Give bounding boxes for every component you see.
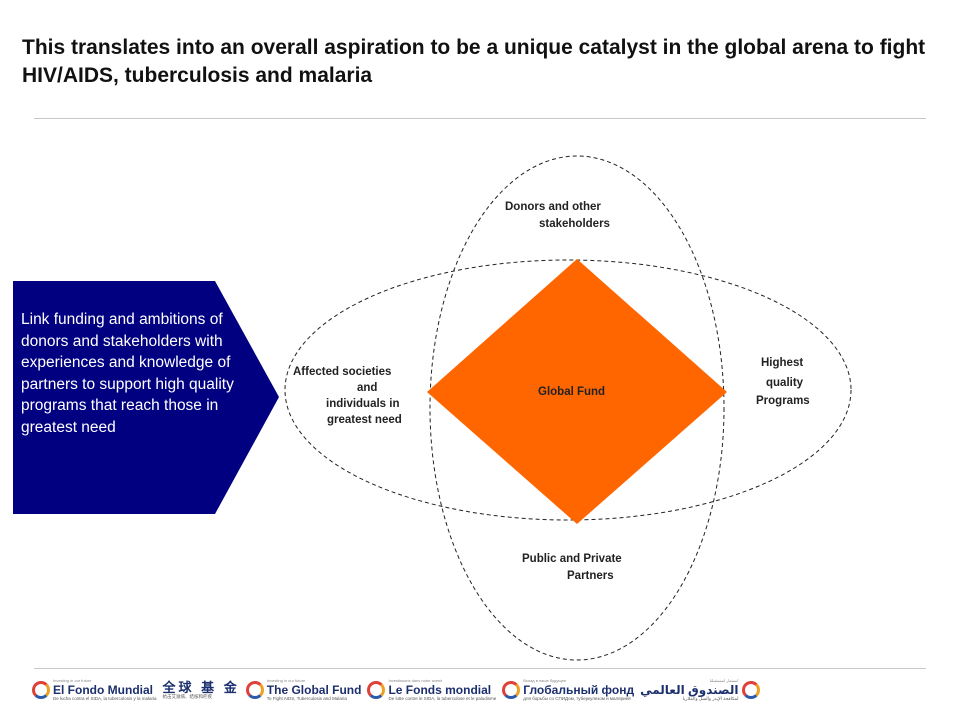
horizontal-ellipse (284, 259, 852, 521)
global-fund-ribbon-icon (502, 681, 521, 699)
logo-tagline: Investing in our future (266, 677, 306, 683)
callout-text: Link funding and ambitions of donors and… (21, 311, 234, 436)
label-bottom-line2: Partners (567, 570, 614, 582)
bottom-divider (34, 668, 926, 669)
logo-name: Le Fonds mondial (388, 682, 492, 697)
global-fund-ribbon-icon (245, 681, 264, 699)
global-fund-ribbon-icon (741, 681, 760, 699)
label-left-line4: greatest need (327, 414, 402, 426)
logo-spanish: Investing in our future El Fondo Mundial… (32, 675, 157, 705)
logo-name: الصندوق العالمي (640, 682, 739, 697)
logo-english: Investing in our future The Global Fund … (245, 675, 362, 705)
logo-name: 全球 基 金 (162, 679, 240, 695)
vertical-ellipse (429, 155, 725, 661)
label-right-line2: quality (766, 377, 804, 389)
logo-subtitle: To Fight AIDS, Tuberculosis and Malaria (266, 695, 347, 701)
label-bottom-line1: Public and Private (522, 553, 622, 565)
logo-tagline: Investissons dans notre avenir (388, 677, 443, 683)
logo-name: El Fondo Mundial (53, 682, 153, 697)
logo-name: The Global Fund (266, 682, 362, 697)
logo-subtitle: 抗击艾滋病、结核和疟疾 (162, 693, 213, 699)
label-top-line2: stakeholders (539, 218, 610, 230)
logo-subtitle: لمكافحة الإيدز والسل والملاريا (682, 695, 739, 701)
global-fund-ribbon-icon (367, 681, 386, 699)
label-right-line3: Programs (756, 395, 810, 407)
logo-french: Investissons dans notre avenir Le Fonds … (367, 675, 496, 705)
label-right-line1: Highest (761, 357, 804, 369)
logo-tagline: استثمار لمستقبلنا (709, 677, 739, 683)
logo-subtitle: для борьбы со СПИДом, туберкулезом и мал… (523, 695, 631, 701)
footer-logo-strip: Investing in our future El Fondo Mundial… (32, 674, 760, 706)
logo-tagline: Вклад в наше будущее (523, 677, 567, 683)
logo-chinese: 全球 基 金 抗击艾滋病、结核和疟疾 (163, 675, 240, 705)
logo-arabic: استثمار لمستقبلنا الصندوق العالمي لمكافح… (640, 675, 760, 705)
logo-subtitle: De lutte contre le SIDA, la tuberculose … (388, 695, 497, 701)
global-fund-diamond (427, 259, 727, 524)
center-label: Global Fund (538, 386, 606, 398)
label-left-line2: and (357, 382, 378, 394)
global-fund-ribbon-icon (32, 681, 50, 699)
label-left-line3: individuals in (326, 398, 400, 410)
callout-arrow-shape (13, 281, 279, 514)
top-divider (34, 118, 926, 119)
logo-tagline: Investing in our future (53, 677, 92, 683)
label-top-line1: Donors and other (505, 201, 601, 213)
logo-name: Глобальный фонд (523, 682, 635, 697)
page-title: This translates into an overall aspirati… (22, 36, 926, 87)
logo-subtitle: De lucha contra el SIDA, la tuberculosis… (53, 695, 157, 701)
logo-russian: Вклад в наше будущее Глобальный фонд для… (502, 675, 634, 705)
label-left-line1: Affected societies (293, 366, 392, 378)
